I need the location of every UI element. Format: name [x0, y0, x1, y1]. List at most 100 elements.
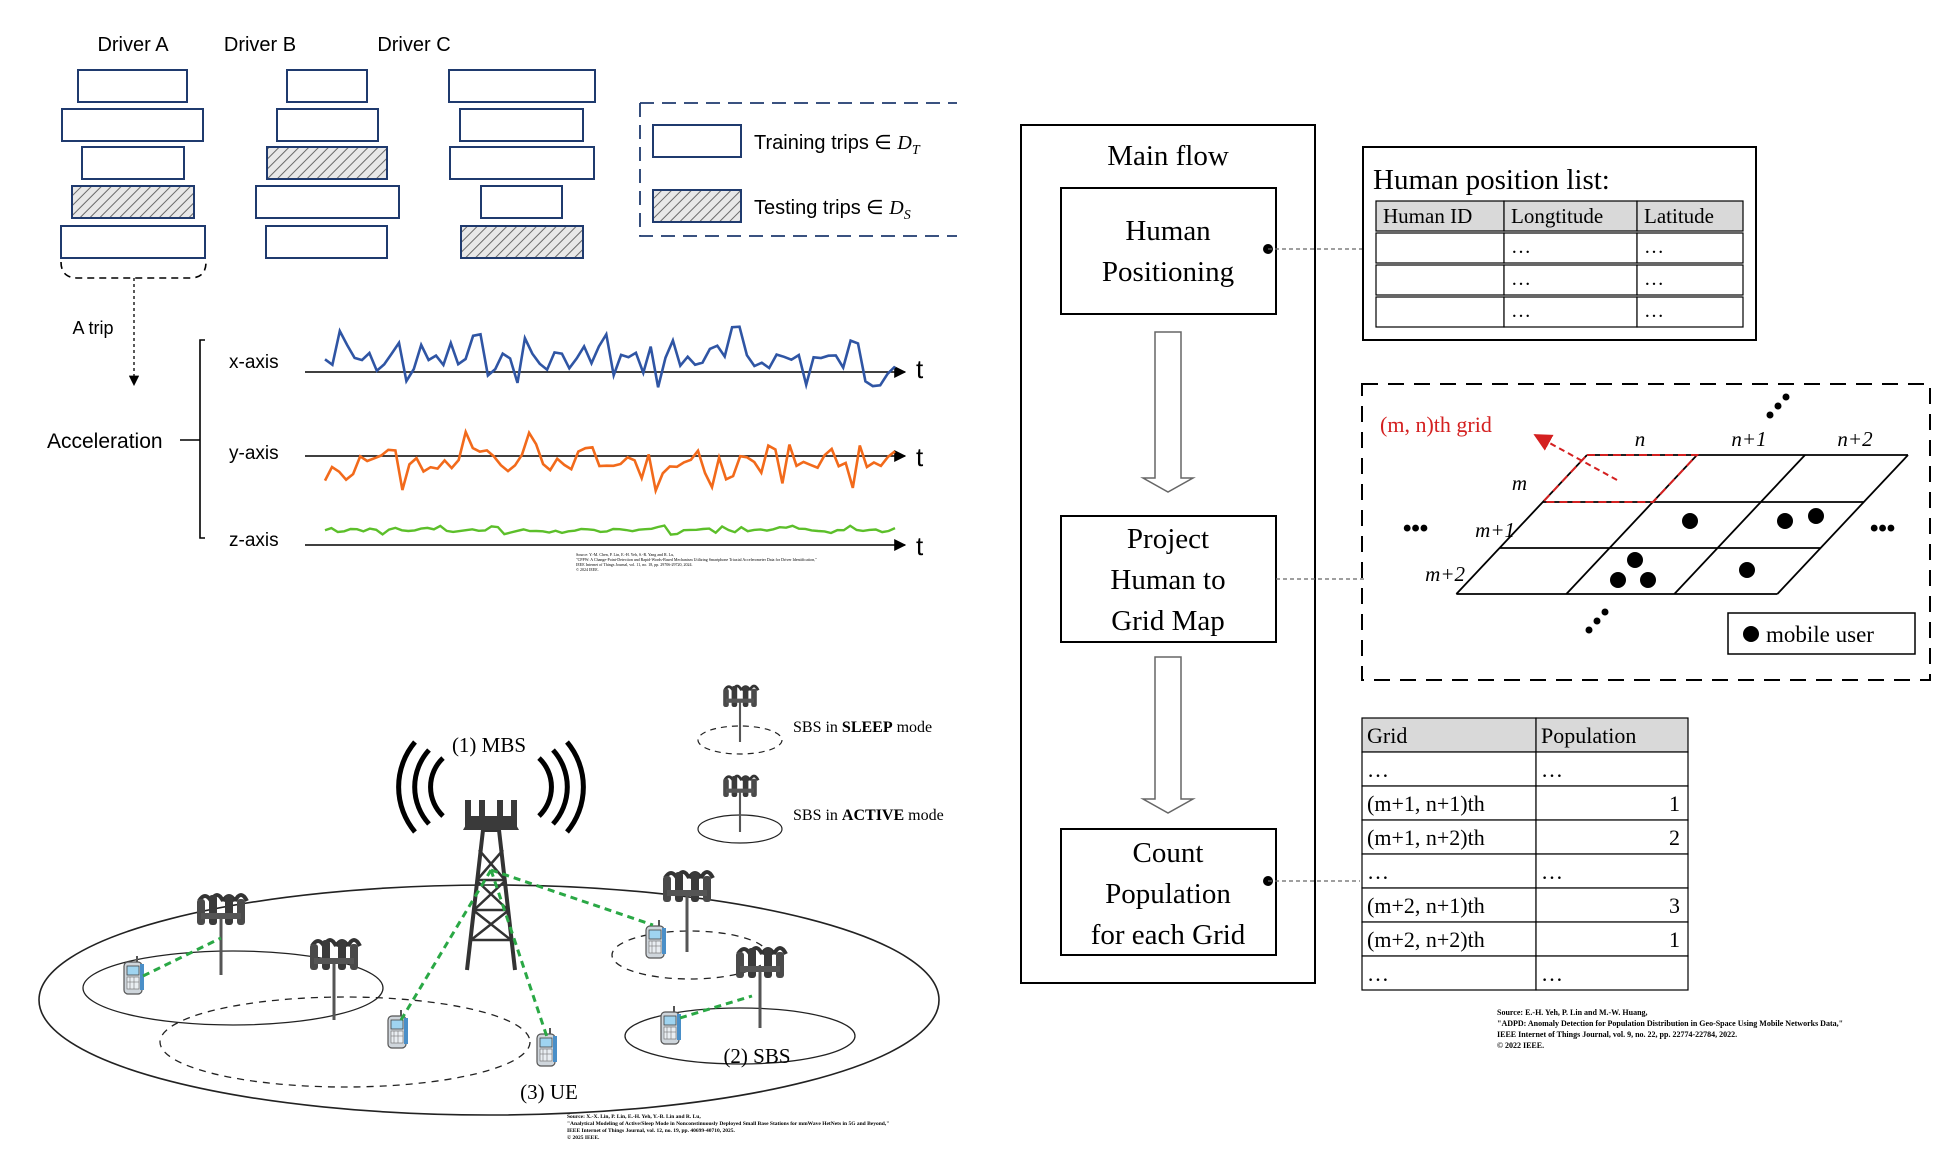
main-flow-title: Main flow — [1107, 140, 1229, 172]
x-time-label: t — [916, 354, 924, 384]
grid-ellipsis-top — [1766, 393, 1790, 419]
ue-phone-4 — [645, 919, 667, 959]
acceleration-label: Acceleration — [47, 430, 163, 453]
training-trip-box — [61, 108, 204, 142]
population-count-text: 1 — [1669, 791, 1680, 816]
col-label-n1: n+1 — [1731, 427, 1766, 451]
sleep-mode-legend: SBS in SLEEP mode — [793, 719, 932, 736]
sleep-mode-tower — [721, 684, 760, 744]
position-cell-text: … — [1644, 268, 1664, 290]
svg-text:© 2024 IEEE.: © 2024 IEEE. — [576, 567, 599, 572]
position-cell-text: … — [1511, 236, 1531, 258]
training-trip-box — [480, 185, 563, 219]
population-grid-text: … — [1367, 859, 1389, 884]
population-value-cell — [1535, 887, 1689, 923]
grid-callout-arrow — [1533, 434, 1618, 481]
position-cell-text: … — [1644, 236, 1664, 258]
step-2-line-2: Human to — [1110, 564, 1225, 596]
position-cell — [1375, 232, 1505, 264]
training-trip-box — [255, 185, 400, 219]
mobile-users — [1610, 508, 1824, 588]
testing-trip-box — [460, 225, 584, 259]
active-mode-legend: SBS in ACTIVE mode — [793, 807, 944, 824]
svg-text:Source: E.-H. Yeh, P. Lin and: Source: E.-H. Yeh, P. Lin and M.-W. Huan… — [1497, 1008, 1648, 1017]
svg-text:IEEE Internet of Things Journa: IEEE Internet of Things Journal, vol. 11… — [576, 562, 693, 568]
macro-cell-boundary — [38, 884, 940, 1116]
flow-arrow-1 — [1140, 331, 1196, 493]
step-3-line-1: Count — [1133, 837, 1204, 869]
position-cell — [1375, 264, 1505, 296]
y-axis-label: y-axis — [229, 443, 279, 464]
population-value-cell — [1535, 921, 1689, 957]
col-label-n: n — [1635, 427, 1646, 451]
svg-text:Source: X.-X. Lin, P. Lin, E.-: Source: X.-X. Lin, P. Lin, E.-H. Yeh, Y.… — [567, 1114, 701, 1120]
population-grid-text: (m+2, n+2)th — [1367, 927, 1485, 952]
position-cell — [1636, 296, 1744, 328]
population-count-text: 3 — [1669, 893, 1680, 918]
population-ellipsis-text: … — [1541, 961, 1563, 986]
mbs-label: (1) MBS — [452, 733, 526, 757]
population-grid-cell — [1361, 887, 1537, 923]
axis-brace — [199, 339, 205, 539]
row-label-m: m — [1512, 471, 1527, 495]
testing-trip-box — [266, 146, 388, 180]
population-count-text: 2 — [1669, 825, 1680, 850]
training-trip-box — [449, 146, 595, 180]
testing-trip-box — [71, 185, 195, 219]
hetnet-panel: (1) MBS (2) SBS (3) UE SBS in SLEEP mode… — [38, 684, 944, 1141]
testing-legend: Testing trips ∈ DS — [754, 197, 911, 223]
population-grid-cell — [1361, 853, 1537, 889]
testing-swatch — [652, 189, 742, 223]
svg-text:Source: Y.-M. Chen, P. Lin, E.: Source: Y.-M. Chen, P. Lin, E.-H. Yeh, S… — [576, 552, 674, 558]
sbs-label: (2) SBS — [723, 1044, 790, 1068]
legend-frame — [639, 102, 957, 237]
population-value-cell — [1535, 955, 1689, 991]
training-swatch — [652, 124, 742, 158]
svg-text:"ADPD: Anomaly Detection for P: "ADPD: Anomaly Detection for Population … — [1497, 1019, 1843, 1028]
training-trip-box — [77, 69, 188, 103]
training-legend: Training trips ∈ DT — [754, 132, 921, 158]
position-cell — [1503, 264, 1638, 296]
step-box-2 — [1060, 515, 1277, 643]
population-grid-text: … — [1367, 961, 1389, 986]
driver-identification-panel: Driver A Driver B Driver C A trip Traini… — [47, 34, 957, 572]
training-trip-box — [81, 146, 185, 180]
sbs-tower-sleep-right — [661, 870, 715, 954]
z-time-label: t — [916, 531, 924, 561]
flow-arrow-2 — [1140, 656, 1196, 814]
highlighted-grid-cell — [1540, 454, 1700, 503]
position-cell — [1503, 296, 1638, 328]
population-ellipsis-text: … — [1541, 757, 1563, 782]
svg-text:"CPPW: A Change-Point-Detectio: "CPPW: A Change-Point-Detection and Rapi… — [576, 557, 817, 563]
driver-c-label: Driver C — [377, 34, 450, 56]
network-source-citation: Source: X.-X. Lin, P. Lin, E.-H. Yeh, Y.… — [567, 1114, 889, 1141]
row-label-m1: m+1 — [1475, 518, 1515, 542]
step-human-positioning: Human Positioning — [1060, 187, 1277, 315]
trip-label: A trip — [72, 318, 113, 338]
population-header-text: Grid — [1367, 723, 1407, 748]
grid-ellipsis-left: ••• — [1403, 515, 1428, 542]
position-header-text: Longtitude — [1511, 204, 1603, 228]
training-trip-box — [276, 108, 379, 142]
grid-callout-label: (m, n)th grid — [1380, 412, 1492, 437]
training-trip-box — [265, 225, 388, 259]
wireless-links — [142, 868, 753, 1038]
population-grid-text: … — [1367, 757, 1389, 782]
step-3-line-3: for each Grid — [1091, 919, 1246, 951]
sbs-coverage-right — [624, 1007, 856, 1065]
trip-brace — [60, 261, 207, 279]
position-cell-text: … — [1511, 268, 1531, 290]
position-header-cell — [1375, 200, 1505, 232]
step-box-3 — [1060, 828, 1277, 956]
step-2-line-1: Project — [1127, 523, 1209, 555]
mbs-tower — [396, 740, 586, 971]
trip-boxes — [60, 69, 596, 259]
population-value-cell — [1535, 853, 1689, 889]
col-label-n2: n+2 — [1837, 427, 1873, 451]
driver-b-label: Driver B — [224, 34, 296, 56]
population-count-text: 1 — [1669, 927, 1680, 952]
population-header-text: Population — [1541, 723, 1636, 748]
